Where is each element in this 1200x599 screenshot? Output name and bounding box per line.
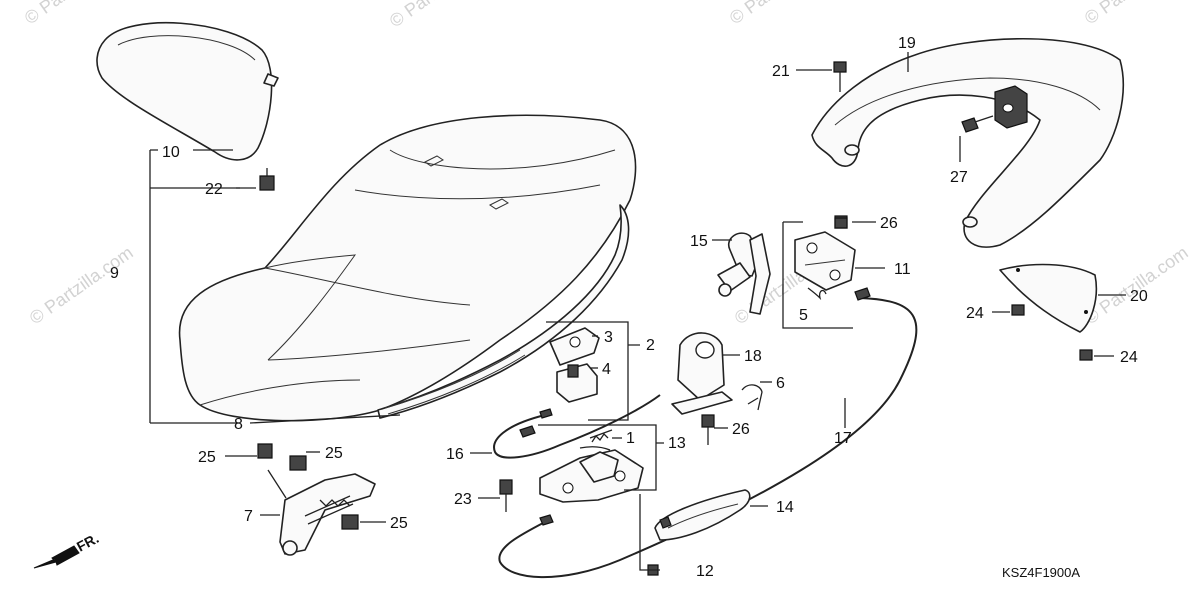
callout-26: 26 bbox=[880, 215, 898, 232]
pad-14-part bbox=[654, 489, 751, 541]
callout-24: 24 bbox=[966, 305, 984, 322]
callout-2: 2 bbox=[646, 337, 655, 354]
callout-19: 19 bbox=[898, 35, 916, 52]
callout-26: 26 bbox=[732, 421, 750, 438]
callout-18: 18 bbox=[744, 348, 762, 365]
key-set-part bbox=[717, 232, 771, 315]
callout-20: 20 bbox=[1130, 288, 1148, 305]
callout-16: 16 bbox=[446, 446, 464, 463]
bolt-24-part bbox=[1011, 304, 1025, 316]
callout-23: 23 bbox=[454, 491, 472, 508]
callout-labels: 10 22 9 8 25 25 25 7 3 2 4 1 13 16 23 12… bbox=[110, 35, 1148, 580]
callout-5: 5 bbox=[799, 307, 808, 324]
watermark: © Partzilla.com bbox=[726, 0, 837, 28]
callout-8: 8 bbox=[234, 416, 243, 433]
front-direction-indicator: FR. bbox=[33, 530, 101, 569]
backrest-pad-part bbox=[96, 21, 279, 161]
callout-3: 3 bbox=[604, 329, 613, 346]
bolt-23-part bbox=[499, 479, 513, 512]
side-cover-part bbox=[999, 263, 1098, 333]
bolt-22-part bbox=[259, 168, 275, 191]
watermark: © Partzilla.com bbox=[21, 0, 132, 28]
seat-lock-part bbox=[794, 215, 856, 301]
leader-lines bbox=[149, 52, 1126, 571]
bolt-26-part bbox=[701, 414, 715, 445]
nut-25-part bbox=[341, 514, 359, 530]
callout-4: 4 bbox=[602, 361, 611, 378]
callout-21: 21 bbox=[772, 63, 790, 80]
latch-assembly-part bbox=[549, 327, 600, 403]
drawing-code: KSZ4F1900A bbox=[1002, 565, 1080, 580]
callout-27: 27 bbox=[950, 169, 968, 186]
callout-14: 14 bbox=[776, 499, 794, 516]
callout-24: 24 bbox=[1120, 349, 1138, 366]
front-arrow-icon bbox=[33, 545, 80, 569]
bolt-27-part bbox=[961, 115, 994, 133]
cable-16-part bbox=[493, 394, 661, 459]
stay-bracket-part bbox=[279, 473, 376, 556]
bracket-18-part bbox=[671, 332, 733, 415]
watermark: © Partzilla.com bbox=[386, 0, 497, 31]
nut-25-part bbox=[257, 443, 273, 459]
callout-25: 25 bbox=[390, 515, 408, 532]
callout-15: 15 bbox=[690, 233, 708, 250]
callout-12: 12 bbox=[696, 563, 714, 580]
callout-17: 17 bbox=[834, 430, 852, 447]
callout-10: 10 bbox=[162, 144, 180, 161]
grab-rail-part bbox=[811, 38, 1124, 248]
callout-25: 25 bbox=[198, 449, 216, 466]
latch-plate-part bbox=[539, 429, 644, 503]
callout-1: 1 bbox=[626, 430, 635, 447]
watermark: © Partzilla.com bbox=[26, 242, 137, 328]
callout-22: 22 bbox=[205, 181, 223, 198]
bolt-26-part bbox=[834, 217, 848, 229]
callout-6: 6 bbox=[776, 375, 785, 392]
callout-7: 7 bbox=[244, 508, 253, 525]
nut-25-part bbox=[289, 455, 307, 471]
callout-25: 25 bbox=[325, 445, 343, 462]
clip-6-part bbox=[741, 384, 763, 411]
callout-13: 13 bbox=[668, 435, 686, 452]
bolt-21-part bbox=[833, 61, 847, 92]
callout-9: 9 bbox=[110, 265, 119, 282]
callout-11: 11 bbox=[894, 261, 911, 278]
seat-part bbox=[178, 114, 637, 422]
watermark: © Partzilla.com bbox=[1081, 0, 1192, 28]
bolt-24-part bbox=[1079, 349, 1093, 361]
watermark: © Partzilla.com bbox=[1081, 242, 1192, 328]
